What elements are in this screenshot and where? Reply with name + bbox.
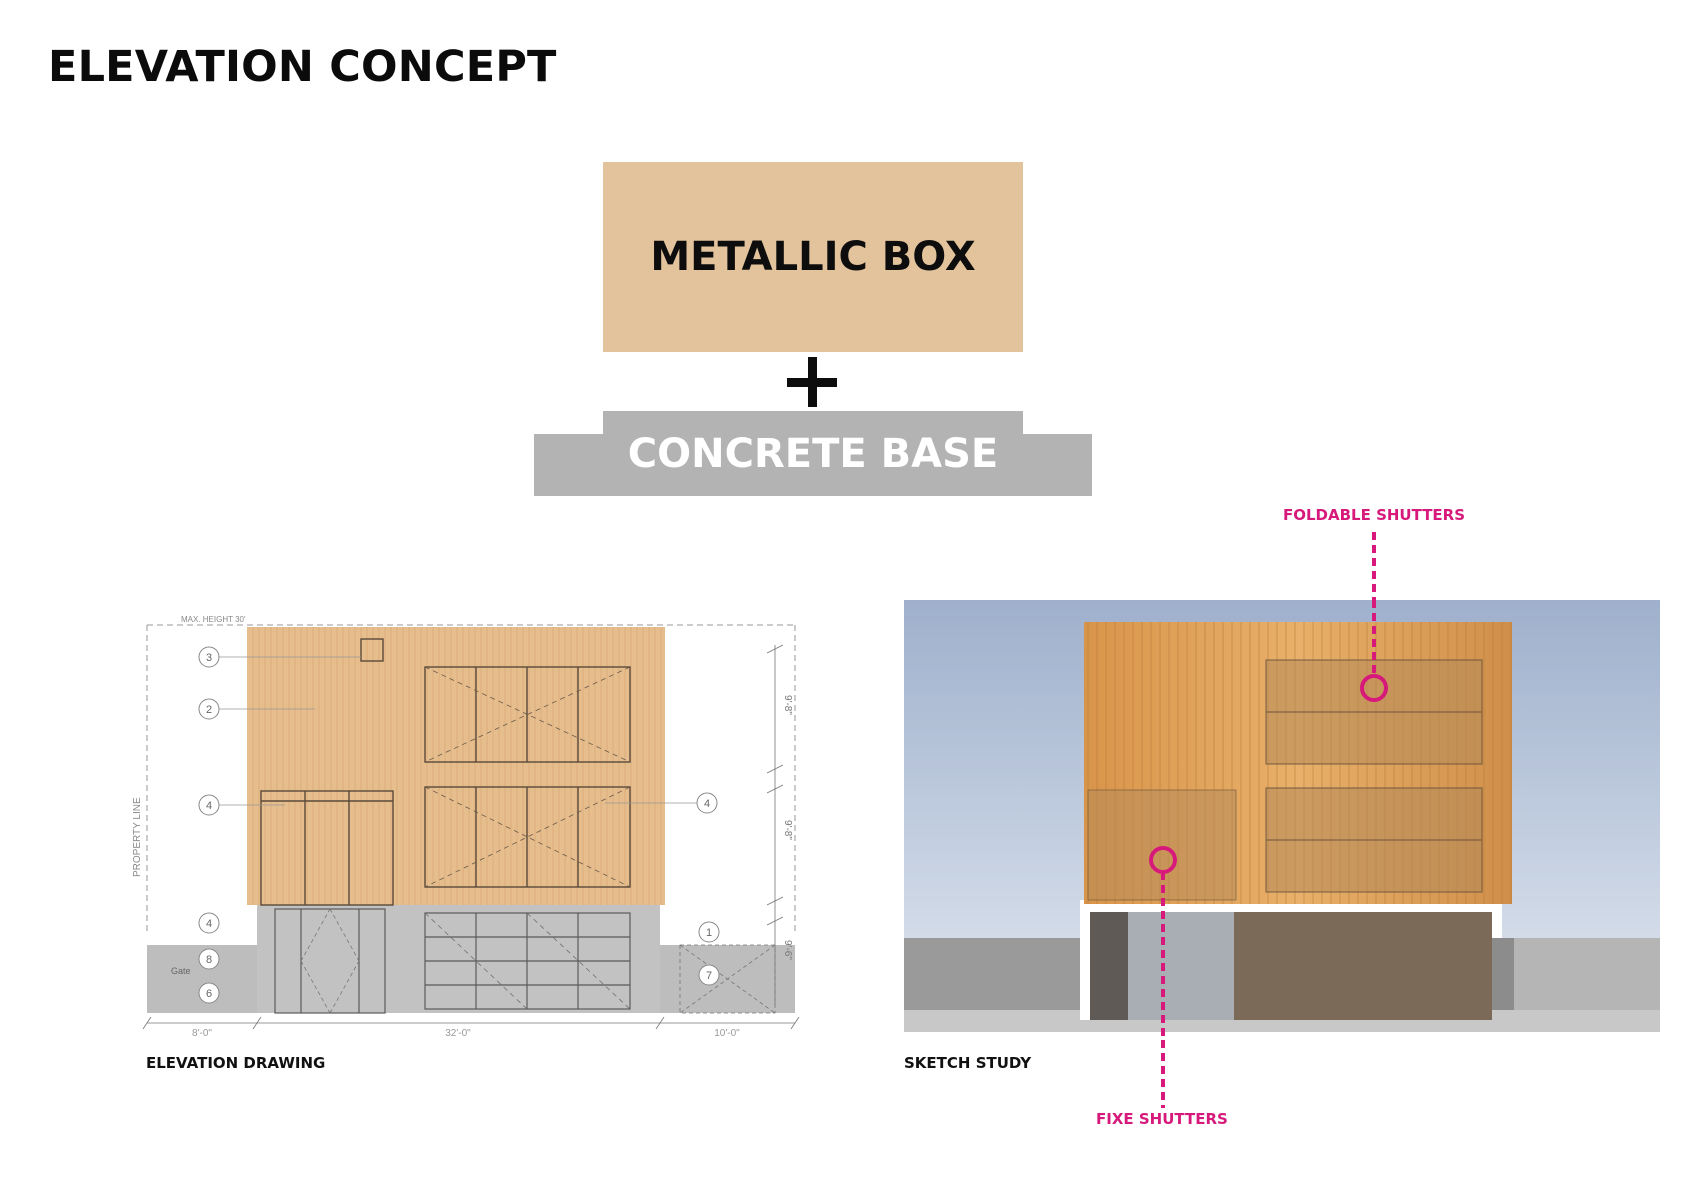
callout-8 — [198, 948, 220, 970]
svg-text:7: 7 — [706, 970, 712, 982]
gate-label: Gate — [171, 966, 191, 976]
callout-7 — [698, 964, 720, 986]
svg-text:9'-8": 9'-8" — [782, 695, 793, 715]
svg-text:3: 3 — [206, 652, 212, 664]
foldable-shutters-marker — [1360, 674, 1388, 702]
sketch-study-render — [904, 600, 1660, 1040]
svg-text:8'-0": 8'-0" — [192, 1028, 212, 1039]
svg-text:10'-0": 10'-0" — [714, 1028, 740, 1039]
concrete-base-label: CONCRETE BASE — [627, 431, 999, 477]
callout-1 — [698, 921, 720, 943]
svg-text:9'-6": 9'-6" — [782, 940, 793, 960]
svg-text:2: 2 — [206, 704, 212, 716]
svg-text:1: 1 — [706, 927, 712, 939]
concrete-base-top-step — [603, 411, 1023, 437]
max-height-label: MAX. HEIGHT 30' — [181, 615, 246, 624]
elevation-drawing: MAX. HEIGHT 30' — [132, 615, 800, 1039]
svg-text:8: 8 — [206, 954, 212, 966]
elevation-drawing-caption: ELEVATION DRAWING — [146, 1054, 326, 1072]
callout-6 — [198, 982, 220, 1004]
svg-text:9'-8": 9'-8" — [782, 820, 793, 840]
fixe-shutters-leader — [1161, 1040, 1165, 1108]
sketch-study-caption: SKETCH STUDY — [904, 1054, 1032, 1072]
concrete-base-block — [534, 434, 1092, 496]
drawing-metallic-box — [247, 627, 665, 905]
foldable-shutters-leader — [1372, 532, 1376, 600]
drawing-ground-floor — [257, 905, 660, 1013]
metallic-box-block: METALLIC BOX — [603, 162, 1023, 352]
page-title: ELEVATION CONCEPT — [48, 42, 557, 92]
fixe-shutters-label: FIXE SHUTTERS — [1096, 1110, 1228, 1128]
svg-text:4: 4 — [206, 800, 212, 812]
svg-text:32'-0": 32'-0" — [445, 1028, 471, 1039]
callout-4c — [198, 912, 220, 934]
svg-text:4: 4 — [704, 798, 710, 810]
property-line-label: PROPERTY LINE — [132, 797, 143, 877]
svg-text:4: 4 — [206, 918, 212, 930]
svg-text:6: 6 — [206, 988, 212, 1000]
foldable-shutters-label: FOLDABLE SHUTTERS — [1283, 506, 1466, 524]
plus-icon-vertical — [808, 357, 817, 407]
metallic-box-label: METALLIC BOX — [650, 234, 976, 280]
